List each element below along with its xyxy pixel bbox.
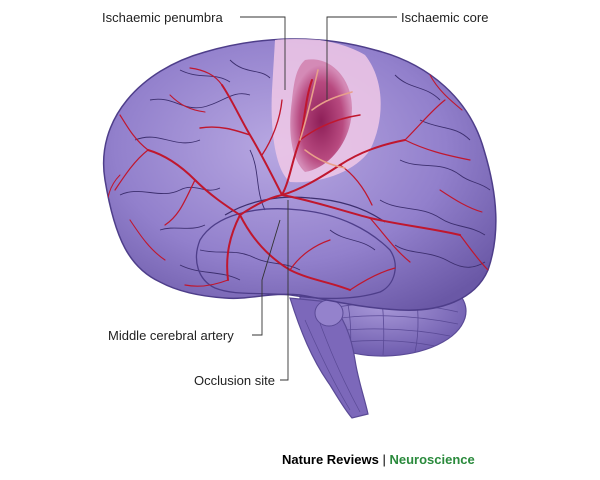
label-ischaemic-penumbra: Ischaemic penumbra bbox=[102, 10, 223, 25]
sulci bbox=[119, 54, 491, 281]
pons bbox=[314, 299, 344, 327]
brainstem bbox=[289, 297, 369, 419]
credit-journal: Neuroscience bbox=[389, 452, 475, 467]
label-ischaemic-core: Ischaemic core bbox=[401, 10, 489, 25]
label-occlusion-site: Occlusion site bbox=[194, 373, 275, 388]
credit-separator: | bbox=[382, 452, 386, 467]
credit-publisher: Nature Reviews bbox=[282, 452, 379, 467]
penumbra-vessels bbox=[299, 69, 353, 169]
temporal-lobe bbox=[195, 208, 396, 300]
label-middle-cerebral-artery: Middle cerebral artery bbox=[108, 328, 234, 343]
lateral-sulcus bbox=[224, 196, 386, 223]
ischaemic-core-region bbox=[290, 59, 352, 172]
brainstem-lines bbox=[304, 317, 361, 413]
journal-credit: Nature Reviews | Neuroscience bbox=[282, 452, 475, 467]
leader-lines bbox=[240, 16, 397, 381]
blood-vessels bbox=[106, 67, 489, 291]
